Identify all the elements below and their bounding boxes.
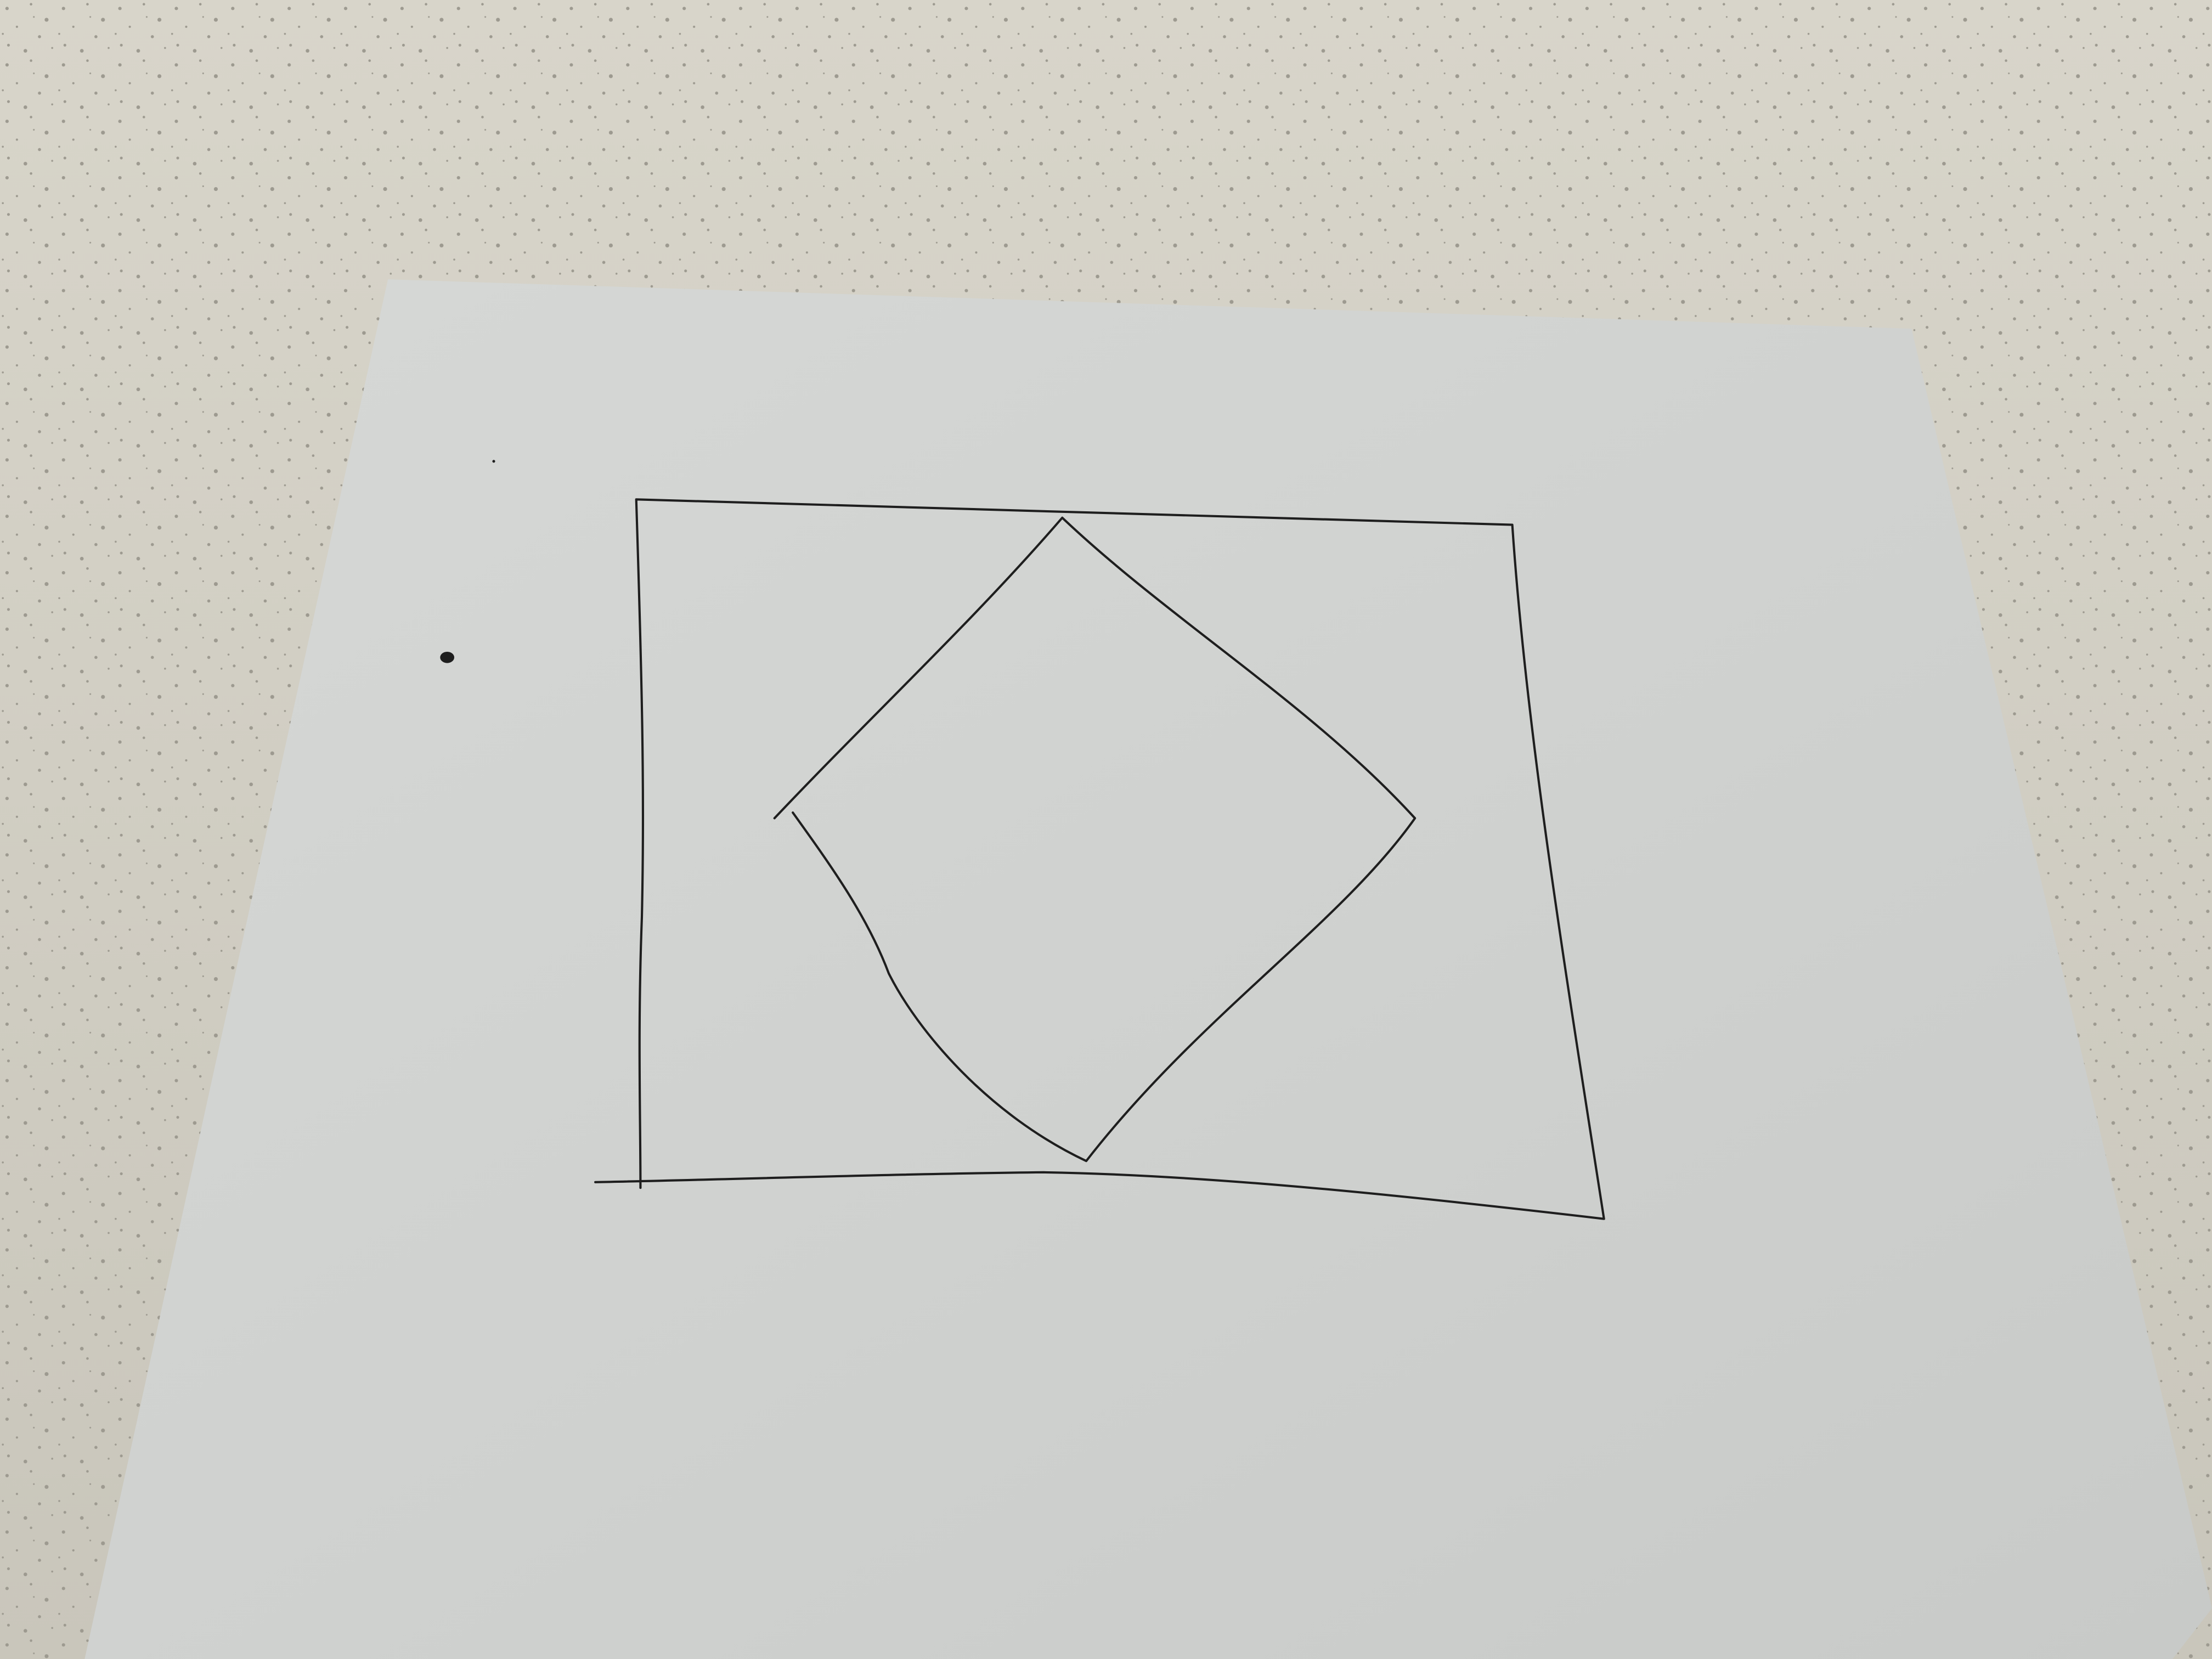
ink-dot xyxy=(440,652,454,663)
drawn-outer-square xyxy=(594,498,1605,1220)
paper-sheet xyxy=(84,279,2212,1659)
ink-speck xyxy=(492,460,495,463)
drawn-inner-diamond xyxy=(773,516,1417,1163)
